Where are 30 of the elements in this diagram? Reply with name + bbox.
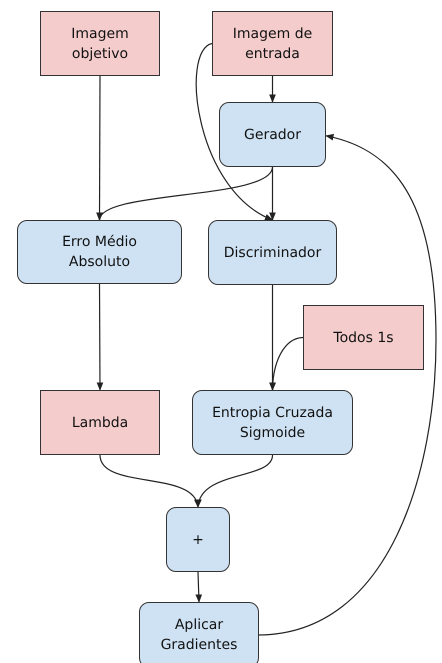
- node-label: Discriminador: [224, 244, 322, 262]
- input-box: [40, 390, 160, 455]
- arrow: [269, 76, 276, 103]
- arrow: [99, 454, 199, 508]
- node-label: Entropia Cruzada Sigmoide: [211, 404, 334, 442]
- process-box: [208, 220, 337, 285]
- arrow: [195, 572, 202, 603]
- node-label: Lambda: [72, 414, 128, 432]
- node-label: Imagem objetivo: [70, 24, 130, 64]
- arrow: [269, 167, 276, 221]
- node-label: Todos 1s: [333, 328, 394, 348]
- arrow: [96, 284, 104, 391]
- arrow: [196, 454, 274, 508]
- process-box: [192, 390, 353, 455]
- process-box: [17, 220, 182, 284]
- input-box: [40, 11, 160, 76]
- process-box: [166, 507, 230, 572]
- node-label: +: [192, 530, 204, 550]
- arrow: [196, 42, 274, 221]
- node-label: Imagem de entrada: [232, 24, 314, 64]
- arrow: [98, 166, 274, 221]
- input-box: [303, 305, 424, 370]
- process-box: [139, 602, 259, 663]
- node-label: Aplicar Gradientes: [160, 616, 238, 655]
- node-label: Gerador: [244, 126, 301, 144]
- arrow: [258, 134, 437, 636]
- process-box: [219, 102, 326, 167]
- input-box: [212, 11, 333, 76]
- arrow: [270, 336, 304, 391]
- node-label: Erro Médio Absoluto: [61, 233, 138, 272]
